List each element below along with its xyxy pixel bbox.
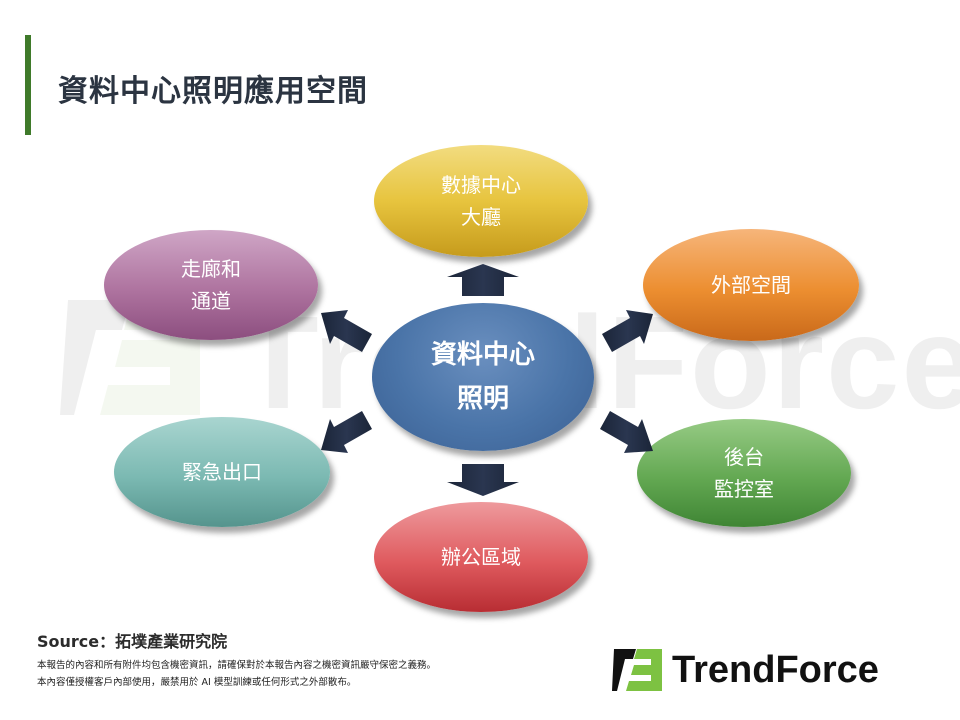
- node-label: 後台: [724, 445, 764, 469]
- center-label: 照明: [456, 384, 509, 414]
- arrow-down-left-icon: [321, 411, 372, 453]
- logo-text: TrendForce: [672, 648, 879, 691]
- node-label: 緊急出口: [182, 460, 262, 484]
- node-corridors: 走廊和 通道: [104, 230, 318, 340]
- node-data-center-hall: 數據中心 大廳: [374, 145, 588, 257]
- node-label: 外部空間: [711, 273, 791, 297]
- node-label: 數據中心: [441, 173, 521, 197]
- node-office-area: 辦公區域: [374, 502, 588, 612]
- node-label: 大廳: [461, 205, 501, 229]
- node-label: 走廊和: [181, 257, 241, 281]
- page-title: 資料中心照明應用空間: [58, 74, 368, 109]
- node-center-data-center-lighting: 資料中心 照明: [372, 303, 594, 451]
- arrow-up-icon: [447, 264, 519, 296]
- node-backstage-control-room: 後台 監控室: [637, 419, 851, 527]
- trendforce-logo: TrendForce: [612, 646, 879, 694]
- node-exterior-space: 外部空間: [643, 229, 859, 341]
- source-label: Source：拓墣產業研究院: [37, 632, 228, 651]
- center-label: 資料中心: [430, 340, 535, 370]
- node-label: 監控室: [714, 477, 774, 501]
- arrow-down-icon: [447, 464, 519, 496]
- trendforce-logo-icon: [612, 649, 662, 691]
- node-label: 辦公區域: [441, 545, 521, 569]
- title-accent-bar: [25, 35, 31, 135]
- disclaimer-line-1: 本報告的內容和所有附件均包含機密資訊，請確保對於本報告內容之機密資訊嚴守保密之義…: [37, 660, 437, 671]
- arrow-up-left-icon: [321, 310, 372, 352]
- node-emergency-exit: 緊急出口: [114, 417, 330, 527]
- arrow-up-right-icon: [602, 310, 653, 352]
- arrow-down-right-icon: [600, 411, 653, 453]
- node-label: 通道: [191, 289, 231, 313]
- disclaimer-line-2: 本內容僅授權客戶內部使用，嚴禁用於 AI 模型訓練或任何形式之外部散布。: [37, 677, 357, 688]
